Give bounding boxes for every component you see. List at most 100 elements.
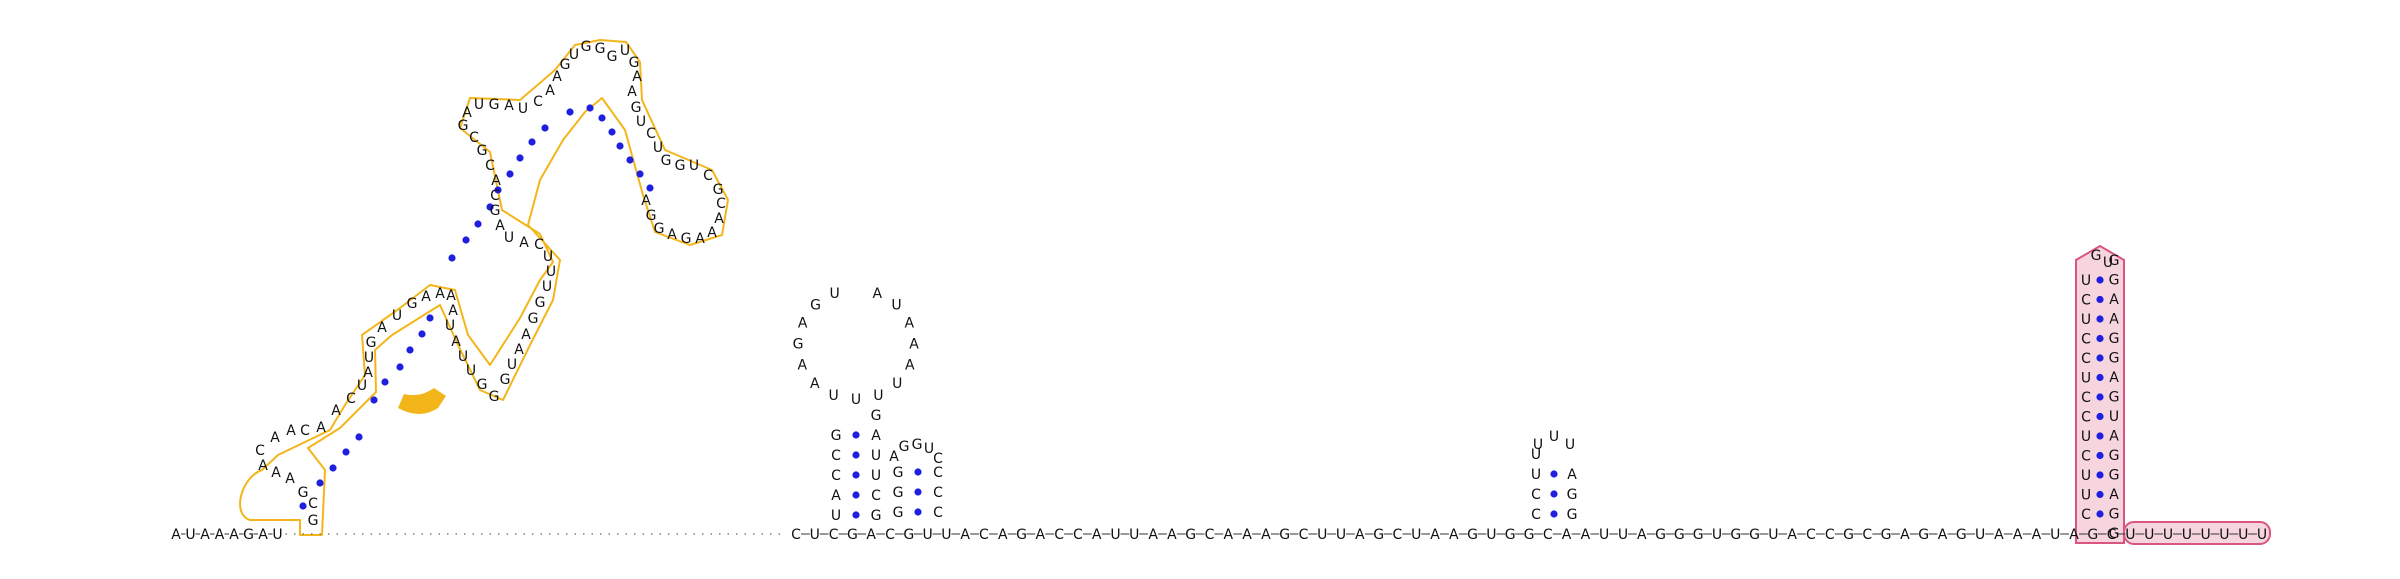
- nucleotide: G: [2091, 248, 2102, 264]
- nucleotide: A: [286, 423, 296, 439]
- nucleotide: G: [1881, 527, 1892, 543]
- nucleotide: A: [331, 403, 341, 419]
- base-pair-dot: [1550, 510, 1558, 518]
- nucleotide: U: [458, 349, 468, 365]
- base-pair-dot: [2096, 412, 2104, 421]
- nucleotide: C: [1862, 527, 1872, 543]
- nucleotide: G: [2109, 273, 2120, 289]
- nucleotide: U: [924, 441, 934, 457]
- nucleotide: C: [1825, 527, 1835, 543]
- nucleotide: G: [535, 295, 546, 311]
- nucleotide: G: [681, 231, 692, 247]
- nucleotide: G: [1185, 527, 1196, 543]
- nucleotide: U: [2125, 527, 2135, 543]
- nucleotide: A: [889, 449, 899, 465]
- nucleotide: C: [829, 527, 839, 543]
- nucleotide: A: [451, 334, 461, 350]
- base-pair-dot: [2096, 354, 2104, 362]
- nucleotide: G: [893, 465, 904, 481]
- nucleotide: G: [1567, 487, 1578, 503]
- nucleotide: C: [933, 451, 943, 467]
- nucleotide: C: [1531, 507, 1541, 523]
- nucleotide: C: [469, 130, 479, 146]
- base-pair-dot: [566, 108, 574, 116]
- nucleotide: U: [873, 388, 883, 404]
- nucleotide: G: [500, 372, 511, 388]
- nucleotide: U: [1336, 527, 1346, 543]
- nucleotide: A: [1900, 527, 1910, 543]
- nucleotide: A: [200, 527, 210, 543]
- base-pair-dot: [370, 396, 378, 404]
- nucleotide: G: [871, 508, 882, 524]
- nucleotide: A: [1787, 527, 1797, 543]
- nucleotide: A: [271, 465, 281, 481]
- nucleotide: C: [300, 423, 310, 439]
- nucleotide: G: [831, 428, 842, 444]
- base-pair-dot: [914, 468, 922, 476]
- nucleotide: G: [2109, 526, 2120, 542]
- nucleotide: U: [1129, 527, 1139, 543]
- nucleotide: G: [793, 337, 804, 353]
- nucleotide: A: [1449, 527, 1459, 543]
- nucleotide: G: [2109, 468, 2120, 484]
- nucleotide: U: [546, 264, 556, 280]
- nucleotide: A: [2109, 292, 2119, 308]
- nucleotide: C: [534, 237, 544, 253]
- nucleotide: C: [2081, 390, 2091, 406]
- nucleotide: G: [903, 527, 914, 543]
- nucleotide: G: [298, 485, 309, 501]
- nucleotide: A: [641, 193, 651, 209]
- nucleotide: G: [581, 39, 592, 55]
- nucleotide: G: [1749, 527, 1760, 543]
- nucleotide: G: [407, 296, 418, 312]
- nucleotide: A: [1167, 527, 1177, 543]
- base-pair-dot: [646, 184, 654, 192]
- base-pair-dot: [528, 138, 536, 146]
- nucleotide: U: [1533, 437, 1543, 453]
- nucleotide: A: [632, 69, 642, 85]
- base-pair-dot: [2096, 315, 2104, 323]
- base-pair-dot: [2096, 295, 2104, 304]
- nucleotide: A: [229, 527, 239, 543]
- nucleotide: U: [2103, 255, 2113, 271]
- nucleotide: G: [490, 203, 501, 219]
- nucleotide: U: [2163, 527, 2173, 543]
- nucleotide: A: [1148, 527, 1158, 543]
- nucleotide: U: [445, 318, 455, 334]
- nucleotide: G: [489, 97, 500, 113]
- nucleotide: A: [1355, 527, 1365, 543]
- nucleotide: G: [560, 57, 571, 73]
- nucleotide: G: [631, 100, 642, 116]
- nucleotide: A: [998, 527, 1008, 543]
- base-pair-dot: [2096, 471, 2104, 479]
- nucleotide: G: [243, 527, 254, 543]
- nucleotide: A: [1430, 527, 1440, 543]
- nucleotide: U: [2200, 527, 2210, 543]
- nucleotide: C: [346, 391, 356, 407]
- nucleotide: A: [1562, 527, 1572, 543]
- nucleotide: A: [171, 527, 181, 543]
- nucleotide: G: [1567, 507, 1578, 523]
- nucleotide: A: [462, 105, 472, 121]
- nucleotide: C: [533, 94, 543, 110]
- nucleotide: A: [1092, 527, 1102, 543]
- nucleotide: U: [636, 114, 646, 130]
- nucleotide: G: [477, 143, 488, 159]
- nucleotide: G: [1730, 527, 1741, 543]
- nucleotide: A: [707, 225, 717, 241]
- base-pair-dot: [426, 314, 434, 322]
- nucleotide: C: [933, 485, 943, 501]
- nucleotide: C: [2107, 527, 2117, 543]
- nucleotide: U: [1531, 447, 1541, 463]
- nucleotide: C: [490, 188, 500, 204]
- nucleotide: G: [1918, 527, 1929, 543]
- nucleotide: G: [1524, 527, 1535, 543]
- nucleotide: U: [1549, 429, 1559, 445]
- nucleotide: A: [495, 218, 505, 234]
- nucleotide: A: [215, 527, 225, 543]
- nucleotide: U: [2144, 527, 2154, 543]
- nucleotide: U: [653, 140, 663, 156]
- nucleotide: C: [979, 527, 989, 543]
- nucleotide: A: [2109, 487, 2119, 503]
- nucleotide: U: [830, 286, 840, 302]
